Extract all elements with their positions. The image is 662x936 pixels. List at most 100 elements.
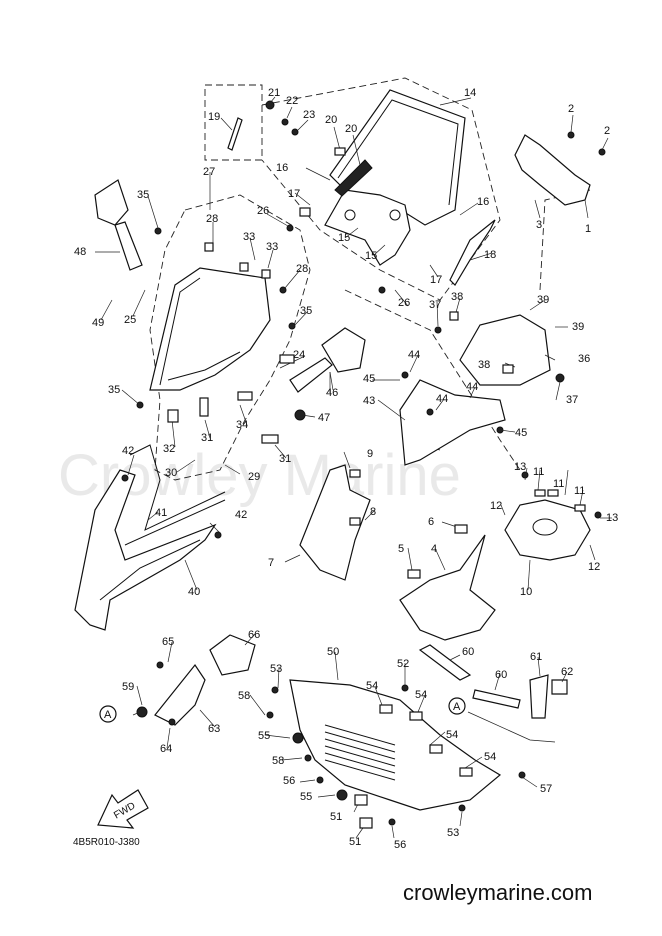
callout-5: 5 (398, 543, 404, 555)
inner-fairing (399, 314, 551, 466)
callout-18: 18 (484, 249, 496, 261)
callout-47: 47 (318, 412, 330, 424)
callout-33: 33 (243, 231, 255, 243)
callout-10: 10 (520, 586, 532, 598)
callout-15: 15 (365, 250, 377, 262)
left-mirror (94, 179, 143, 271)
lower-side-bracket (154, 634, 256, 726)
inner-cowling-panel (149, 267, 271, 391)
callout-6: 6 (428, 516, 434, 528)
callout-38: 38 (478, 359, 490, 371)
callout-37: 37 (429, 299, 441, 311)
callout-28: 28 (296, 263, 308, 275)
callout-56: 56 (394, 839, 406, 851)
callout-26: 26 (257, 205, 269, 217)
callout-34: 34 (236, 419, 248, 431)
callout-30: 30 (165, 467, 177, 479)
callout-52: 52 (397, 658, 409, 670)
callout-60: 60 (495, 669, 507, 681)
callout-29: 29 (248, 471, 260, 483)
callout-48: 48 (74, 246, 86, 258)
reference-marker-left: A (99, 705, 117, 723)
callout-35: 35 (300, 305, 312, 317)
callout-12: 12 (490, 500, 502, 512)
callout-54: 54 (484, 751, 496, 763)
callout-53: 53 (270, 663, 282, 675)
callout-51: 51 (330, 811, 342, 823)
callout-43: 43 (363, 395, 375, 407)
callout-33: 33 (266, 241, 278, 253)
callout-44: 44 (436, 393, 448, 405)
callout-59: 59 (122, 681, 134, 693)
reference-marker-right: A (448, 697, 466, 715)
part-callouts: 1223456789101111111212131314151516161717… (74, 87, 618, 851)
callout-20: 20 (345, 123, 357, 135)
meter-panel (504, 499, 591, 561)
callout-42: 42 (235, 509, 247, 521)
lower-cover (399, 534, 496, 641)
callout-36: 36 (578, 353, 590, 365)
diagram-code: 4B5R010-J380 (73, 837, 140, 848)
callout-54: 54 (446, 729, 458, 741)
callout-66: 66 (248, 629, 260, 641)
callout-1: 1 (585, 223, 591, 235)
callout-57: 57 (540, 783, 552, 795)
site-url: crowleymarine.com (403, 880, 593, 905)
callout-37: 37 (566, 394, 578, 406)
callout-35: 35 (137, 189, 149, 201)
callout-39: 39 (537, 294, 549, 306)
callout-58: 58 (238, 690, 250, 702)
callout-65: 65 (162, 636, 174, 648)
screen-bracket (227, 117, 496, 286)
callout-49: 49 (92, 317, 104, 329)
callout-11: 11 (533, 466, 544, 478)
callout-15: 15 (338, 232, 350, 244)
callout-4: 4 (431, 543, 437, 555)
strip-parts (418, 644, 568, 719)
callout-26: 26 (398, 297, 410, 309)
fasteners (121, 100, 606, 826)
forward-direction-arrow: FWD (97, 789, 149, 829)
callout-54: 54 (415, 689, 427, 701)
callout-63: 63 (208, 723, 220, 735)
callout-42: 42 (122, 445, 134, 457)
callout-50: 50 (327, 646, 339, 658)
callout-9: 9 (367, 448, 373, 460)
callout-31: 31 (279, 453, 291, 465)
callout-38: 38 (451, 291, 463, 303)
callout-32: 32 (163, 443, 175, 455)
callout-62: 62 (561, 666, 573, 678)
callout-55: 55 (300, 791, 312, 803)
callout-27: 27 (203, 166, 215, 178)
callout-8: 8 (370, 506, 376, 518)
callout-13: 13 (606, 512, 618, 524)
callout-13: 13 (514, 461, 526, 473)
right-side-cover (514, 134, 591, 206)
callout-19: 19 (208, 111, 220, 123)
callout-24: 24 (293, 349, 305, 361)
callout-16: 16 (276, 162, 288, 174)
callout-53: 53 (447, 827, 459, 839)
callout-11: 11 (574, 485, 585, 497)
callout-44: 44 (466, 381, 478, 393)
callout-39: 39 (572, 321, 584, 333)
callout-23: 23 (303, 109, 315, 121)
callout-44: 44 (408, 349, 420, 361)
callout-28: 28 (206, 213, 218, 225)
callout-45: 45 (515, 427, 527, 439)
callout-40: 40 (188, 586, 200, 598)
callout-35: 35 (108, 384, 120, 396)
callout-58: 58 (272, 755, 284, 767)
ref-marker-label: A (453, 701, 461, 713)
callout-21: 21 (268, 87, 280, 99)
callout-45: 45 (363, 373, 375, 385)
callout-22: 22 (286, 95, 298, 107)
callout-7: 7 (268, 557, 274, 569)
clips-and-labels (167, 147, 586, 829)
callout-17: 17 (288, 188, 300, 200)
callout-46: 46 (326, 387, 338, 399)
inner-panel (299, 464, 371, 581)
leader-lines (95, 96, 612, 839)
callout-14: 14 (464, 87, 476, 99)
